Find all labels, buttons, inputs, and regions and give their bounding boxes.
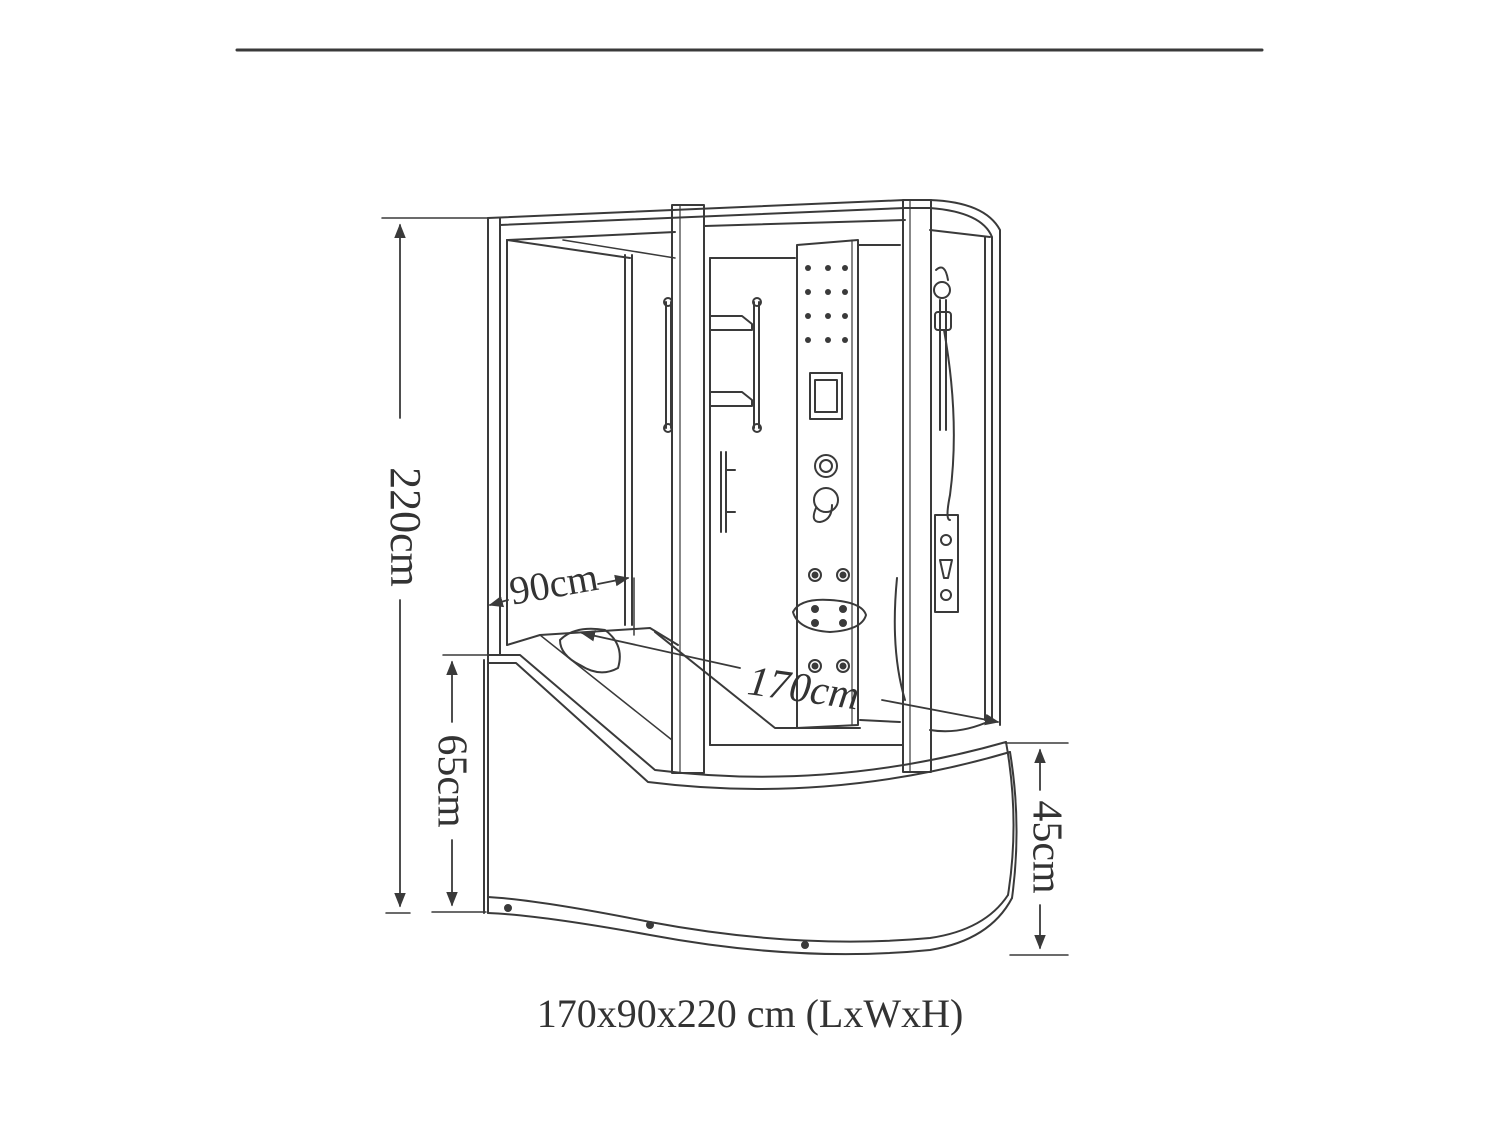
handles-and-shelves [663, 297, 762, 533]
height-label: 220cm [380, 467, 430, 587]
hand-shower [893, 266, 959, 701]
cabin-frame [487, 199, 1001, 774]
dimensions-caption: 170x90x220 cm (LxWxH) [536, 991, 964, 1036]
front-height-label: 45cm [1023, 800, 1070, 894]
control-panel [792, 239, 867, 729]
tub-height-label: 65cm [428, 734, 475, 828]
bathtub-base [483, 654, 1018, 956]
